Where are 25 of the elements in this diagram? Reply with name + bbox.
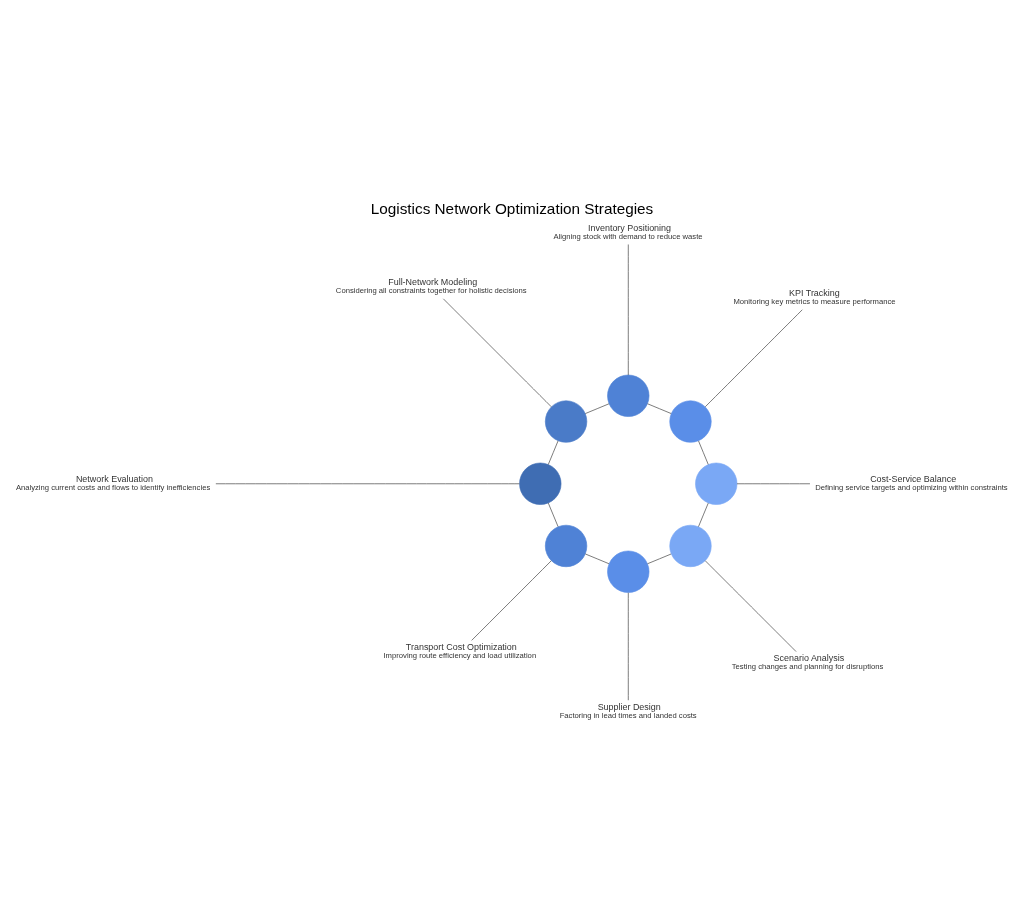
connector: [442, 298, 552, 408]
node-circle: [607, 374, 650, 417]
node-circle: [545, 524, 588, 568]
node-circle: [607, 550, 650, 593]
node-circle: [695, 462, 738, 505]
connector: [736, 483, 811, 485]
connector: [215, 483, 520, 485]
node-circle: [669, 400, 712, 443]
connector: [698, 440, 709, 465]
connector: [547, 440, 559, 465]
connector: [647, 403, 672, 414]
connector: [471, 560, 552, 641]
node-circle: [545, 400, 588, 443]
connector: [627, 592, 629, 701]
connector: [585, 403, 610, 414]
connector: [627, 244, 629, 376]
node-circle: [519, 462, 562, 505]
connector: [547, 502, 559, 527]
connector: [704, 309, 803, 408]
connector: [647, 553, 672, 565]
node-circle: [669, 524, 712, 568]
connector: [585, 553, 610, 565]
connector: [698, 502, 709, 528]
diagram-title: Logistics Network Optimization Strategies: [370, 200, 654, 218]
connector: [704, 560, 797, 652]
